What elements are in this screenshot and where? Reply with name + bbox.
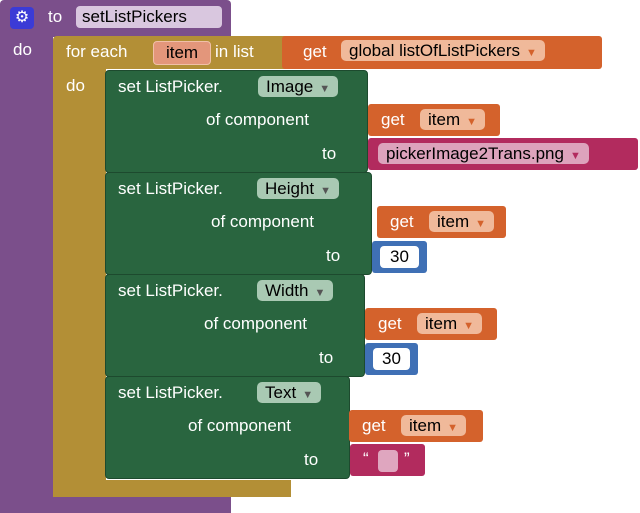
- item-dropdown[interactable]: item ▼: [429, 211, 495, 232]
- of-component-label: of component: [188, 416, 292, 435]
- procedure-bottom: [0, 495, 231, 513]
- foreach-label: for each: [66, 42, 128, 61]
- property-name: Width: [265, 281, 309, 300]
- open-quote: “: [363, 449, 369, 468]
- item-name: item: [409, 416, 442, 435]
- of-component-label: of component: [204, 314, 308, 333]
- get-label: get: [303, 42, 327, 61]
- gear-icon[interactable]: ⚙: [10, 7, 34, 29]
- get-label: get: [381, 110, 405, 129]
- get-label: get: [378, 314, 402, 333]
- item-name: item: [428, 110, 461, 129]
- of-component-label: of component: [211, 212, 315, 231]
- to-label: to: [326, 246, 341, 265]
- foreach-do-column: [53, 68, 106, 481]
- procedure-name-field[interactable]: setListPickers: [76, 6, 222, 28]
- item-dropdown[interactable]: item ▼: [401, 415, 467, 436]
- chevron-down-icon: ▼: [463, 320, 475, 332]
- to-label: to: [319, 348, 334, 367]
- foreach-var-field[interactable]: item: [153, 41, 211, 65]
- get-label: get: [390, 212, 414, 231]
- get-label: get: [362, 416, 386, 435]
- asset-dropdown[interactable]: pickerImage2Trans.png ▼: [378, 143, 589, 164]
- item-name: item: [437, 212, 470, 231]
- asset-name: pickerImage2Trans.png: [386, 144, 564, 163]
- procedure-do-column: [0, 36, 53, 513]
- set-label: set ListPicker.: [118, 179, 223, 198]
- item-dropdown[interactable]: item ▼: [420, 109, 486, 130]
- property-name: Text: [265, 383, 297, 402]
- set-label: set ListPicker.: [118, 77, 223, 96]
- chevron-down-icon: ▼: [302, 389, 314, 401]
- foreach-bottom: [53, 480, 291, 497]
- of-component-label: of component: [206, 110, 310, 129]
- do-label: do: [13, 40, 32, 59]
- set-label: set ListPicker.: [118, 281, 223, 300]
- property-dropdown[interactable]: Text ▼: [257, 382, 322, 403]
- chevron-down-icon: ▼: [319, 83, 331, 95]
- to-label: to: [48, 7, 63, 26]
- to-label: to: [322, 144, 337, 163]
- item-dropdown[interactable]: item ▼: [417, 313, 483, 334]
- item-name: item: [425, 314, 458, 333]
- number-field[interactable]: 30: [373, 348, 410, 370]
- global-var-dropdown[interactable]: global listOfListPickers ▼: [341, 40, 545, 61]
- property-name: Image: [266, 77, 314, 96]
- chevron-down-icon: ▼: [314, 287, 326, 299]
- chevron-down-icon: ▼: [475, 218, 487, 230]
- text-field[interactable]: [378, 450, 398, 472]
- close-quote: ”: [404, 449, 410, 468]
- number-field[interactable]: 30: [380, 246, 419, 268]
- chevron-down-icon: ▼: [447, 422, 459, 434]
- property-dropdown[interactable]: Width ▼: [257, 280, 334, 301]
- set-label: set ListPicker.: [118, 383, 223, 402]
- global-var-name: global listOfListPickers: [349, 41, 521, 60]
- to-label: to: [304, 450, 319, 469]
- foreach-do-label: do: [66, 76, 85, 95]
- property-dropdown[interactable]: Height ▼: [257, 178, 340, 199]
- chevron-down-icon: ▼: [320, 185, 332, 197]
- property-name: Height: [265, 179, 315, 198]
- chevron-down-icon: ▼: [466, 116, 478, 128]
- in-list-label: in list: [215, 42, 254, 61]
- chevron-down-icon: ▼: [526, 47, 537, 59]
- chevron-down-icon: ▼: [569, 150, 581, 162]
- property-dropdown[interactable]: Image ▼: [258, 76, 339, 97]
